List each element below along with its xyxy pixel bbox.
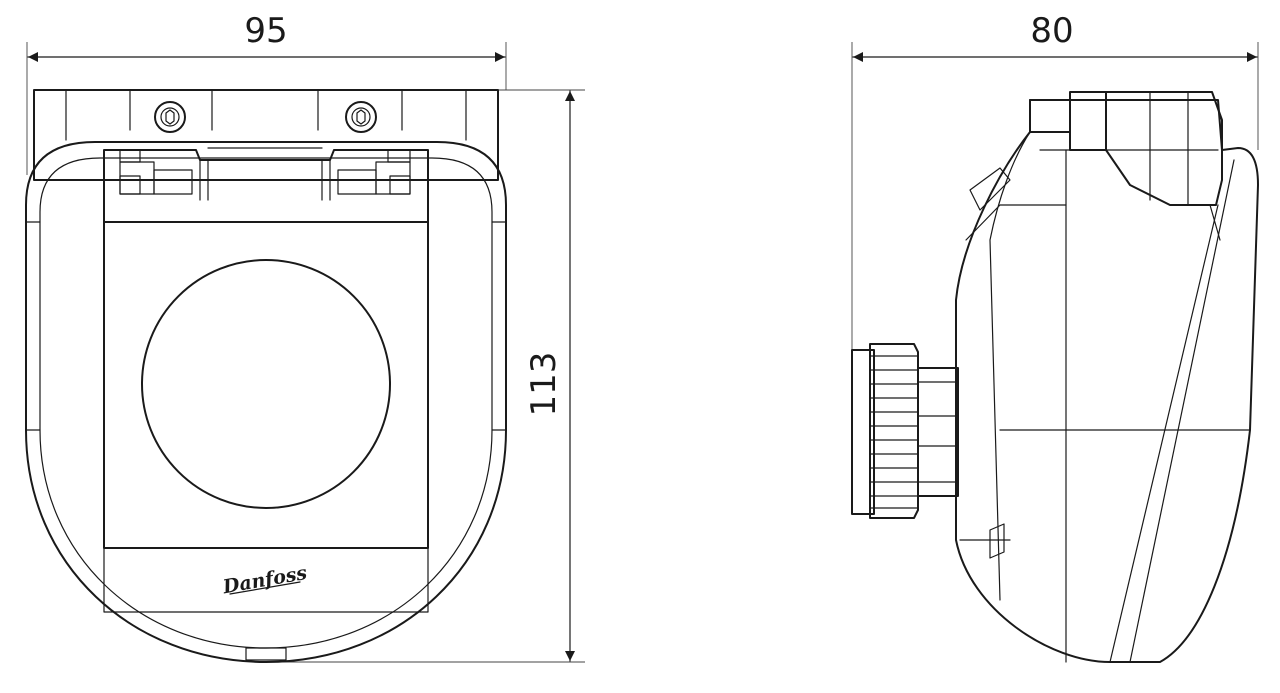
display-circle xyxy=(141,259,391,509)
dimension-front-height: 113 xyxy=(270,89,585,663)
bottom-tab xyxy=(245,647,287,661)
top-bracket xyxy=(1029,99,1071,133)
side-housing xyxy=(955,99,1259,663)
dimension-label-95: 95 xyxy=(244,11,287,51)
dimension-front-width: 95 xyxy=(26,11,507,175)
dimension-label-80: 80 xyxy=(1030,11,1073,51)
housing-outline xyxy=(25,141,507,663)
front-view: 95 113 xyxy=(25,11,585,663)
screw-right-icon xyxy=(345,101,377,133)
side-view: 80 xyxy=(851,11,1259,663)
dimension-side-depth: 80 xyxy=(851,11,1259,350)
mounting-block xyxy=(33,89,499,181)
screw-left-icon xyxy=(154,101,186,133)
front-panel xyxy=(103,221,429,549)
valve-nut xyxy=(851,343,959,519)
hinge-area xyxy=(103,147,429,223)
logo-panel xyxy=(103,547,429,613)
dimension-label-113: 113 xyxy=(524,352,564,417)
